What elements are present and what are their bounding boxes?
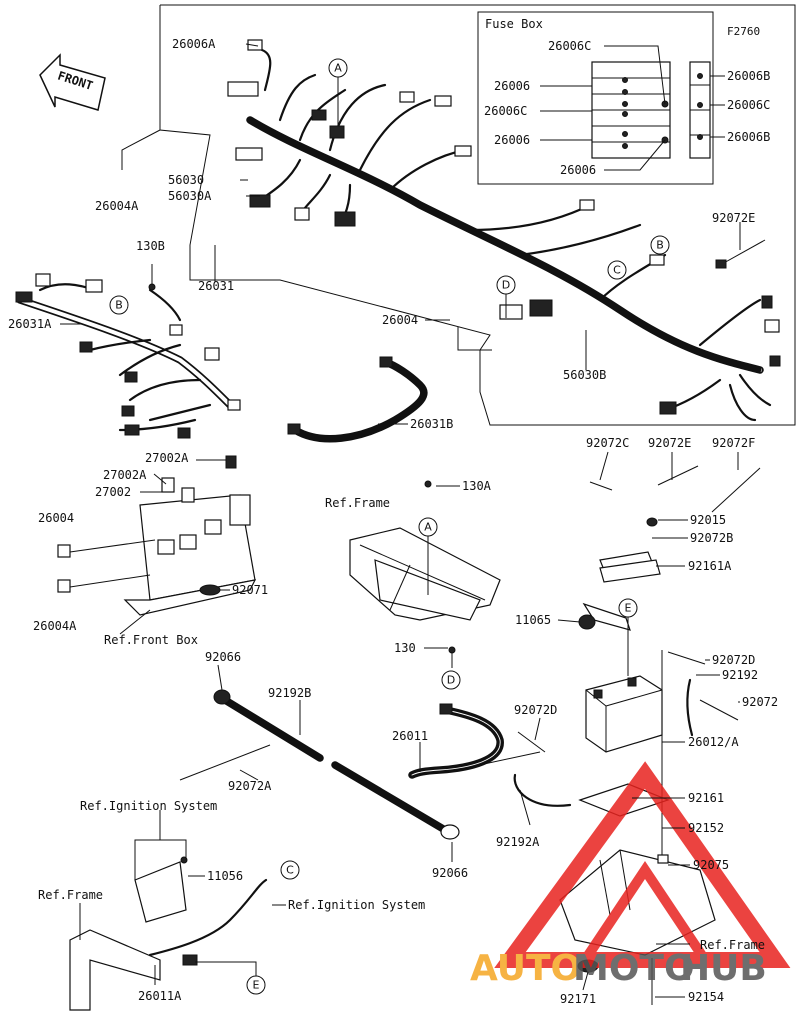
label-92072E-top: 92072E — [712, 211, 755, 225]
diagram-code: F2760 — [727, 25, 760, 38]
label-26004-mid: 26004 — [382, 313, 418, 327]
label-92161: 92161 — [688, 791, 724, 805]
label-92072: 92072 — [742, 695, 778, 709]
svg-text:C: C — [613, 264, 621, 277]
label-26031: 26031 — [198, 279, 234, 293]
fuse-label-left-1: 26006C — [548, 39, 591, 53]
label-92071: 92071 — [232, 583, 268, 597]
ref-frame-left: Ref.Frame — [38, 888, 103, 902]
callout-A: A — [328, 58, 348, 125]
callout-A-frame: A — [418, 517, 438, 537]
fuse-label-left-2: 26006 — [494, 79, 530, 93]
callout-E-battery: E — [618, 598, 638, 676]
label-26031A: 26031A — [8, 317, 52, 331]
fuse-label-right-2: 26006C — [727, 98, 770, 112]
label-92152: 92152 — [688, 821, 724, 835]
label-130: 130 — [394, 641, 416, 655]
callout-C-lower: C — [280, 860, 300, 880]
watermark-logo: AUTO MOTO HUB — [470, 761, 791, 989]
svg-text:C: C — [286, 864, 294, 877]
label-56030A: 56030A — [168, 189, 212, 203]
label-11065: 11065 — [515, 613, 551, 627]
ref-frame-right: Ref.Frame — [700, 938, 765, 952]
lower-left-frame — [69, 856, 268, 1011]
watermark-hub: HUB — [680, 948, 767, 989]
battery-cables — [408, 465, 761, 807]
conduit-92192B — [179, 689, 460, 840]
label-130A: 130A — [462, 479, 492, 493]
ref-frame-center: Ref.Frame — [325, 496, 390, 510]
label-92072C: 92072C — [586, 436, 629, 450]
label-26031B: 26031B — [410, 417, 453, 431]
label-92154: 92154 — [688, 990, 724, 1004]
main-harness-26031 — [227, 39, 781, 422]
label-92072E-mid: 92072E — [648, 436, 691, 450]
assembly-outline — [159, 4, 796, 426]
watermark-moto: MOTO — [573, 948, 695, 989]
label-92015: 92015 — [690, 513, 726, 527]
callout-B-left: B — [109, 295, 129, 315]
fuse-label-right-1: 26006B — [727, 69, 770, 83]
callout-E-lower: E — [195, 961, 266, 995]
label-26004A-left: 26004A — [33, 619, 77, 633]
label-92161A: 92161A — [688, 559, 732, 573]
center-frame — [349, 480, 501, 621]
callout-B-right: B — [650, 235, 670, 255]
label-11056: 11056 — [207, 869, 243, 883]
leader-lines — [60, 43, 741, 998]
label-92072A: 92072A — [228, 779, 272, 793]
label-26012A: 26012/A — [688, 735, 739, 749]
label-92066-bottom: 92066 — [432, 866, 468, 880]
tie-92072E-top — [715, 239, 766, 269]
label-27002A-2: 27002A — [103, 468, 147, 482]
svg-text:E: E — [625, 602, 632, 615]
label-27002: 27002 — [95, 485, 131, 499]
svg-text:B: B — [115, 299, 123, 312]
fuse-label-left-3: 26006C — [484, 104, 527, 118]
callout-D-mid: D — [441, 670, 461, 690]
label-92192B: 92192B — [268, 686, 311, 700]
harness-26031B — [287, 356, 428, 443]
label-26011: 26011 — [392, 729, 428, 743]
ref-ignition-right: Ref.Ignition System — [288, 898, 425, 912]
label-92075: 92075 — [693, 858, 729, 872]
svg-text:A: A — [424, 521, 432, 534]
label-92072B: 92072B — [690, 531, 733, 545]
label-92072D-right: 92072D — [712, 653, 755, 667]
label-27002A-1: 27002A — [145, 451, 189, 465]
label-56030: 56030 — [168, 173, 204, 187]
label-92171: 92171 — [560, 992, 596, 1006]
sub-harness-26031A — [15, 264, 241, 439]
svg-text:E: E — [253, 979, 260, 992]
fuse-label-left-4: 26006 — [494, 133, 530, 147]
fuse-box-title: Fuse Box — [485, 17, 543, 31]
ref-ignition-top: Ref.Ignition System — [80, 799, 217, 813]
front-box — [57, 455, 257, 616]
label-92192A: 92192A — [496, 835, 540, 849]
label-26006A: 26006A — [172, 37, 216, 51]
label-92066-top: 92066 — [205, 650, 241, 664]
label-92072D-mid: 92072D — [514, 703, 557, 717]
label-26004-left: 26004 — [38, 511, 74, 525]
label-26004A-top: 26004A — [95, 199, 139, 213]
label-92072F: 92072F — [712, 436, 755, 450]
watermark-auto: AUTO — [470, 948, 581, 989]
callout-D-top: D — [496, 275, 516, 318]
label-92192: 92192 — [722, 668, 758, 682]
fuse-label-left-5: 26006 — [560, 163, 596, 177]
front-arrow-icon: FRONT — [39, 53, 106, 111]
fuse-label-right-3: 26006B — [727, 130, 770, 144]
callout-C-right: C — [607, 260, 627, 280]
svg-text:D: D — [502, 279, 510, 292]
svg-text:B: B — [656, 239, 664, 252]
label-130B: 130B — [136, 239, 165, 253]
ref-front-box: Ref.Front Box — [104, 633, 198, 647]
label-56030B: 56030B — [563, 368, 606, 382]
fuse-box-detail: Fuse Box 26006C 26006 26006C 26006 — [477, 11, 770, 185]
svg-text:D: D — [447, 674, 455, 687]
label-26011A: 26011A — [138, 989, 182, 1003]
svg-text:A: A — [334, 62, 342, 75]
